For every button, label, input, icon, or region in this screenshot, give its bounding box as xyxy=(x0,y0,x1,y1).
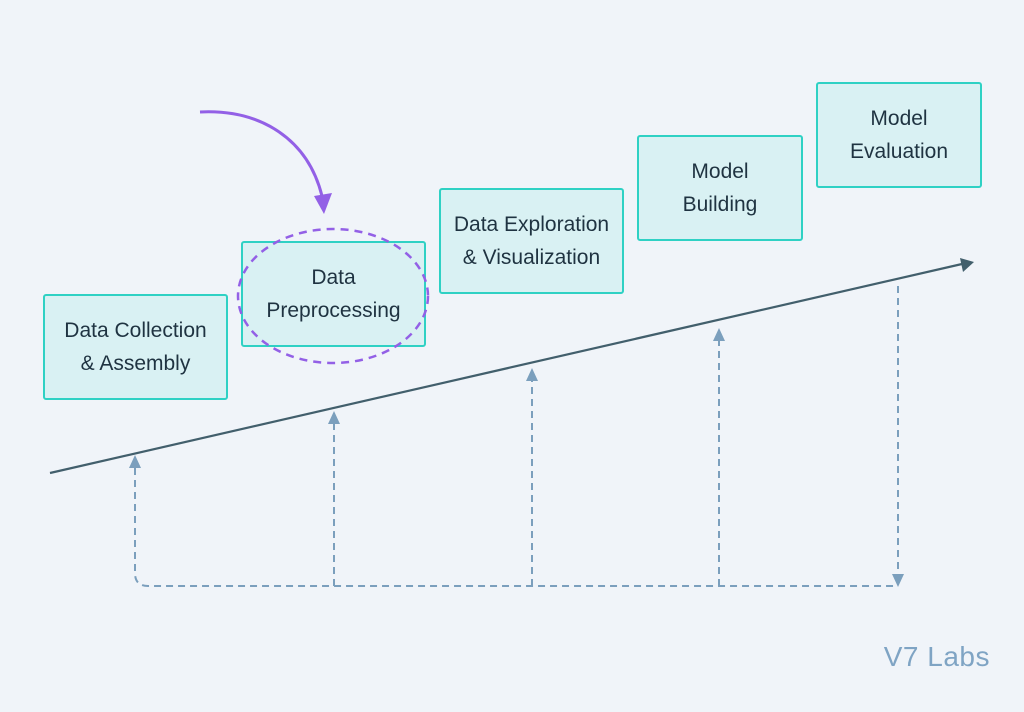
arrowhead-down xyxy=(892,574,904,587)
arrowhead-up-1 xyxy=(129,455,141,468)
stage-label: Data Collection & Assembly xyxy=(64,319,207,375)
arrowhead-up-4 xyxy=(713,328,725,341)
arrowhead-up-2 xyxy=(328,411,340,424)
trend-arrowhead xyxy=(960,258,974,272)
progress-trend-line xyxy=(49,262,963,475)
stage-data-exploration: Data Exploration & Visualization xyxy=(439,188,624,294)
stage-label: Data Exploration & Visualization xyxy=(453,213,610,269)
stage-model-evaluation: Model Evaluation xyxy=(816,82,982,188)
arrowhead-up-3 xyxy=(526,368,538,381)
stage-label: Model Evaluation xyxy=(849,107,949,163)
watermark-logo: V7 Labs xyxy=(883,641,990,672)
feedback-loop-path xyxy=(134,468,898,587)
stage-data-preprocessing: Data Preprocessing xyxy=(241,241,426,347)
stage-data-collection: Data Collection & Assembly xyxy=(43,294,228,400)
stage-model-building: Model Building xyxy=(637,135,803,241)
stage-label: Data Preprocessing xyxy=(266,266,401,322)
stage-label: Model Building xyxy=(682,160,758,216)
